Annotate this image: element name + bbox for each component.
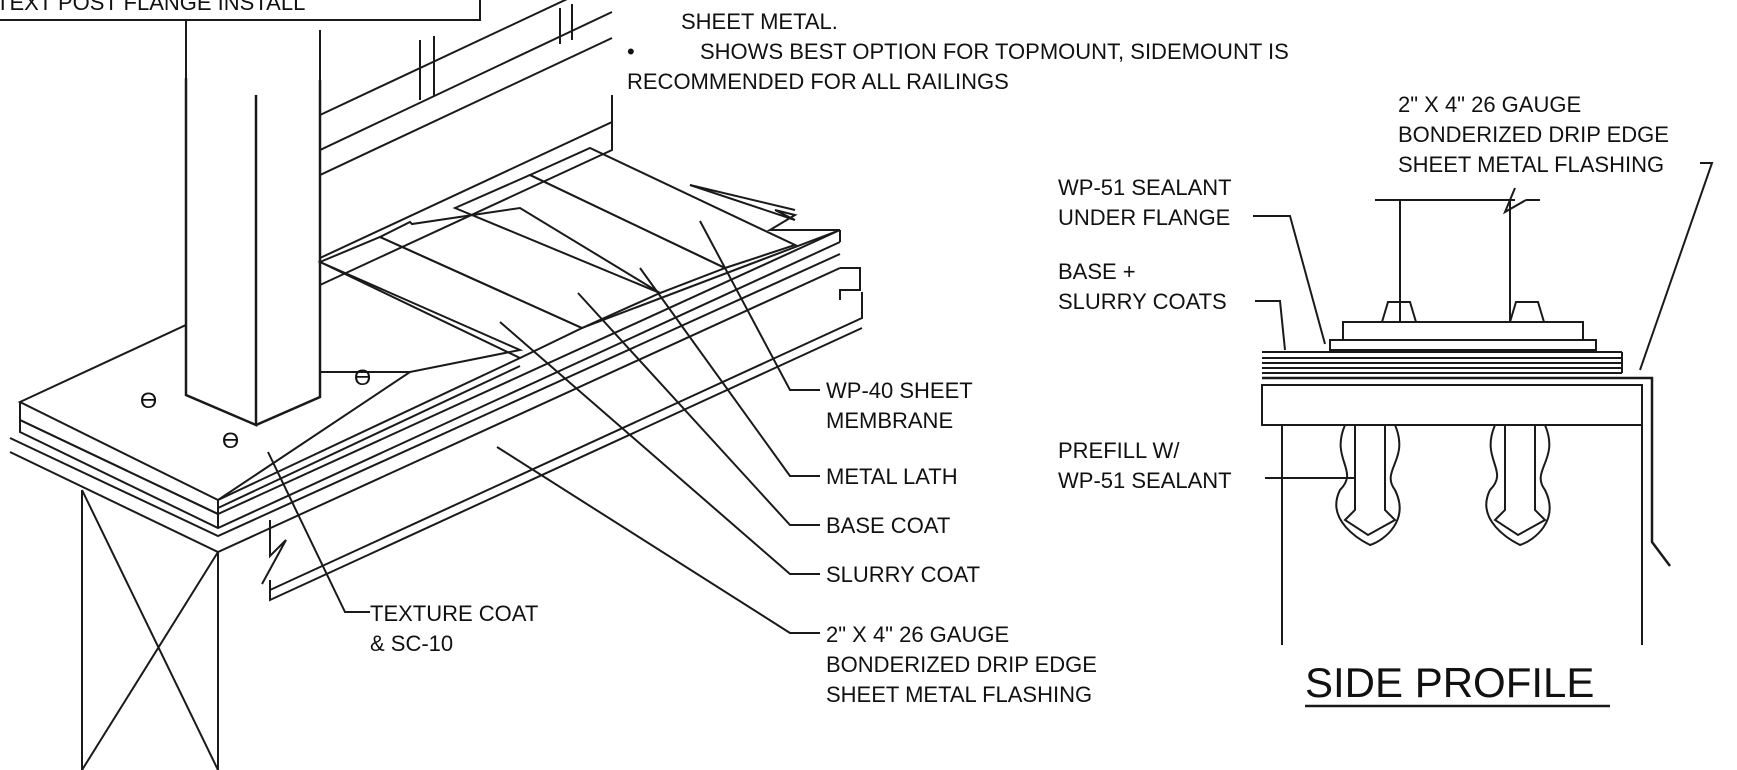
label-metal-lath: METAL LATH [826, 464, 958, 489]
wp40-membrane-strip [527, 146, 798, 270]
bolt-2: ϴ [222, 428, 239, 453]
sealant-layer [1329, 339, 1597, 351]
label-texture-line1: TEXTURE COAT [370, 601, 538, 626]
profile-prefill-line1: PREFILL W/ [1058, 438, 1180, 463]
label-base-coat: BASE COAT [826, 513, 950, 538]
side-profile-title: SIDE PROFILE [1305, 659, 1594, 706]
label-flashing-line2: BONDERIZED DRIP EDGE [826, 652, 1097, 677]
profile-labels: 2" X 4" 26 GAUGE BONDERIZED DRIP EDGE SH… [1058, 92, 1669, 706]
support-framing [81, 489, 219, 770]
bolt-3: ϴ [354, 365, 371, 390]
screws [1335, 424, 1551, 547]
profile-leaders [1253, 162, 1714, 479]
drip-edge-flashing [1262, 376, 1671, 567]
profile-sealant-line1: WP-51 SEALANT [1058, 175, 1232, 200]
texture-coat-layer-back [319, 260, 524, 373]
label-texture-line2: & SC-10 [370, 631, 453, 656]
note-bullet: • [627, 39, 635, 64]
flange-plate [1342, 321, 1584, 341]
bolt-heads: ϴ ϴ ϴ [140, 365, 371, 453]
profile-base-line2: SLURRY COATS [1058, 289, 1227, 314]
side-profile [1253, 162, 1714, 708]
post [184, 20, 322, 427]
note-partial-line: TEXT POST FLANGE INSTALL [0, 0, 305, 15]
bolt-1: ϴ [140, 388, 157, 413]
label-flashing-line3: SHEET METAL FLASHING [826, 682, 1092, 707]
coat-layers [1262, 351, 1623, 374]
deck-slab [9, 184, 863, 602]
label-wp40-line1: WP-40 SHEET [826, 378, 973, 403]
profile-flashing-line3: SHEET METAL FLASHING [1398, 152, 1664, 177]
label-wp40-line2: MEMBRANE [826, 408, 953, 433]
label-flashing-line1: 2" X 4" 26 GAUGE [826, 622, 1009, 647]
top-note: TEXT POST FLANGE INSTALL SHEET METAL. • … [0, 0, 1289, 94]
isometric-labels: WP-40 SHEET MEMBRANE METAL LATH BASE COA… [370, 378, 1097, 707]
railing [319, 0, 613, 286]
note-line-1: SHEET METAL. [681, 9, 838, 34]
isometric-detail: ϴ ϴ ϴ [9, 0, 863, 770]
leader-lines [267, 220, 820, 634]
profile-prefill-line2: WP-51 SEALANT [1058, 468, 1232, 493]
profile-sealant-line2: UNDER FLANGE [1058, 205, 1230, 230]
note-box-edge [0, 0, 481, 21]
label-slurry-coat: SLURRY COAT [826, 562, 980, 587]
metal-lath-strip [317, 235, 585, 360]
note-line-2: SHOWS BEST OPTION FOR TOPMOUNT, SIDEMOUN… [700, 39, 1289, 64]
substrate [1261, 384, 1643, 426]
profile-flashing-line1: 2" X 4" 26 GAUGE [1398, 92, 1581, 117]
profile-flashing-line2: BONDERIZED DRIP EDGE [1398, 122, 1669, 147]
profile-base-line1: BASE + [1058, 259, 1136, 284]
note-line-3: RECOMMENDED FOR ALL RAILINGS [627, 69, 1009, 94]
texture-coat-layer [17, 323, 414, 502]
break-symbol [1502, 187, 1527, 215]
